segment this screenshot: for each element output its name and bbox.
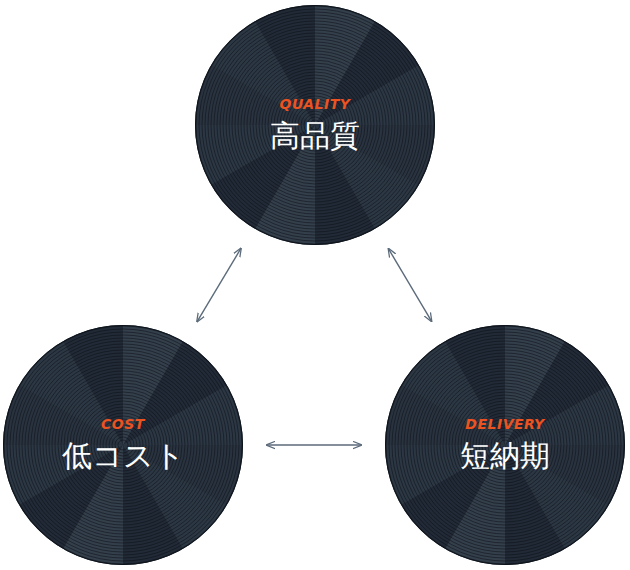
- double-arrow-connector: [197, 248, 241, 321]
- node-text-holder: QUALITY 高品質: [195, 5, 435, 245]
- disc-groove: [419, 359, 591, 531]
- english-label: COST: [101, 416, 145, 433]
- english-label: QUALITY: [280, 96, 351, 113]
- disc-groove: [10, 332, 236, 558]
- disc-groove: [455, 395, 555, 495]
- disc-groove: [262, 72, 368, 178]
- disc-groove: [422, 362, 588, 528]
- disc-groove: [449, 389, 561, 501]
- disc-rim: [4, 326, 243, 565]
- disc-groove: [7, 329, 239, 561]
- disc-base: [3, 325, 243, 565]
- disc-groove: [31, 353, 215, 537]
- disc-groove: [4, 326, 242, 564]
- node-text-holder: DELIVERY 短納期: [385, 325, 625, 565]
- disc-groove: [268, 78, 362, 172]
- node-text-holder: COST 低コスト: [3, 325, 243, 565]
- disc-base: [385, 325, 625, 565]
- disc-groove: [458, 398, 552, 492]
- disc-groove: [58, 380, 188, 510]
- disc-groove: [28, 350, 218, 540]
- disc-groove: [434, 374, 576, 516]
- disc-groove: [407, 347, 603, 543]
- vinyl-disc-node: COST 低コスト: [3, 325, 243, 565]
- disc-groove: [437, 377, 573, 513]
- disc-groove: [199, 9, 431, 241]
- disc-groove: [217, 27, 413, 223]
- disc-groove: [404, 344, 606, 546]
- disc-groove: [34, 356, 212, 534]
- disc-groove: [214, 24, 416, 226]
- disc-groove: [205, 15, 425, 235]
- disc-groove: [256, 66, 374, 184]
- disc-groove: [43, 365, 203, 525]
- disc-groove: [244, 54, 386, 196]
- disc-groove: [226, 36, 404, 214]
- double-arrow-connector: [267, 444, 361, 445]
- disc-groove: [37, 359, 209, 531]
- disc-groove: [25, 347, 221, 543]
- vinyl-disc-node: QUALITY 高品質: [195, 5, 435, 245]
- disc-groove: [16, 338, 230, 552]
- japanese-label: 高品質: [270, 117, 360, 155]
- disc-rim: [196, 6, 435, 245]
- disc-groove: [461, 401, 549, 489]
- disc-groove: [232, 42, 398, 208]
- disc-groove: [223, 33, 407, 217]
- disc-groove: [265, 75, 365, 175]
- disc-groove: [220, 30, 410, 220]
- disc-groove: [250, 60, 380, 190]
- japanese-label: 低コスト: [62, 437, 185, 475]
- disc-groove: [247, 57, 383, 193]
- vinyl-disc-node: DELIVERY 短納期: [385, 325, 625, 565]
- disc-groove: [401, 341, 609, 549]
- disc-groove: [386, 326, 624, 564]
- double-arrow-connector: [389, 249, 432, 321]
- disc-groove: [202, 12, 428, 238]
- disc-groove: [389, 329, 621, 561]
- disc-groove: [19, 341, 227, 549]
- disc-groove: [431, 371, 579, 519]
- disc-groove: [238, 48, 392, 202]
- disc-base: [195, 5, 435, 245]
- disc-groove: [52, 374, 194, 516]
- disc-groove: [425, 365, 585, 525]
- disc-groove: [410, 350, 600, 540]
- japanese-label: 短納期: [460, 437, 550, 475]
- disc-groove: [46, 368, 200, 522]
- disc-groove: [395, 335, 615, 555]
- disc-groove: [443, 383, 567, 507]
- disc-groove: [241, 51, 389, 199]
- disc-groove: [49, 371, 197, 519]
- disc-groove: [211, 21, 419, 229]
- disc-groove: [452, 392, 558, 498]
- disc-groove: [271, 81, 359, 169]
- disc-groove: [13, 335, 233, 555]
- disc-rim: [386, 326, 625, 565]
- disc-groove: [55, 377, 191, 513]
- disc-groove: [61, 383, 185, 507]
- disc-groove: [235, 45, 395, 205]
- disc-groove: [259, 69, 371, 181]
- disc-groove: [40, 362, 206, 528]
- disc-groove: [253, 63, 377, 187]
- disc-groove: [440, 380, 570, 510]
- disc-groove: [413, 353, 597, 537]
- disc-groove: [416, 356, 594, 534]
- disc-groove: [196, 6, 434, 244]
- disc-groove: [22, 344, 224, 546]
- english-label: DELIVERY: [465, 416, 544, 433]
- disc-groove: [398, 338, 612, 552]
- disc-groove: [428, 368, 582, 522]
- disc-groove: [392, 332, 618, 558]
- disc-groove: [208, 18, 422, 232]
- disc-groove: [446, 386, 564, 504]
- disc-groove: [229, 39, 401, 211]
